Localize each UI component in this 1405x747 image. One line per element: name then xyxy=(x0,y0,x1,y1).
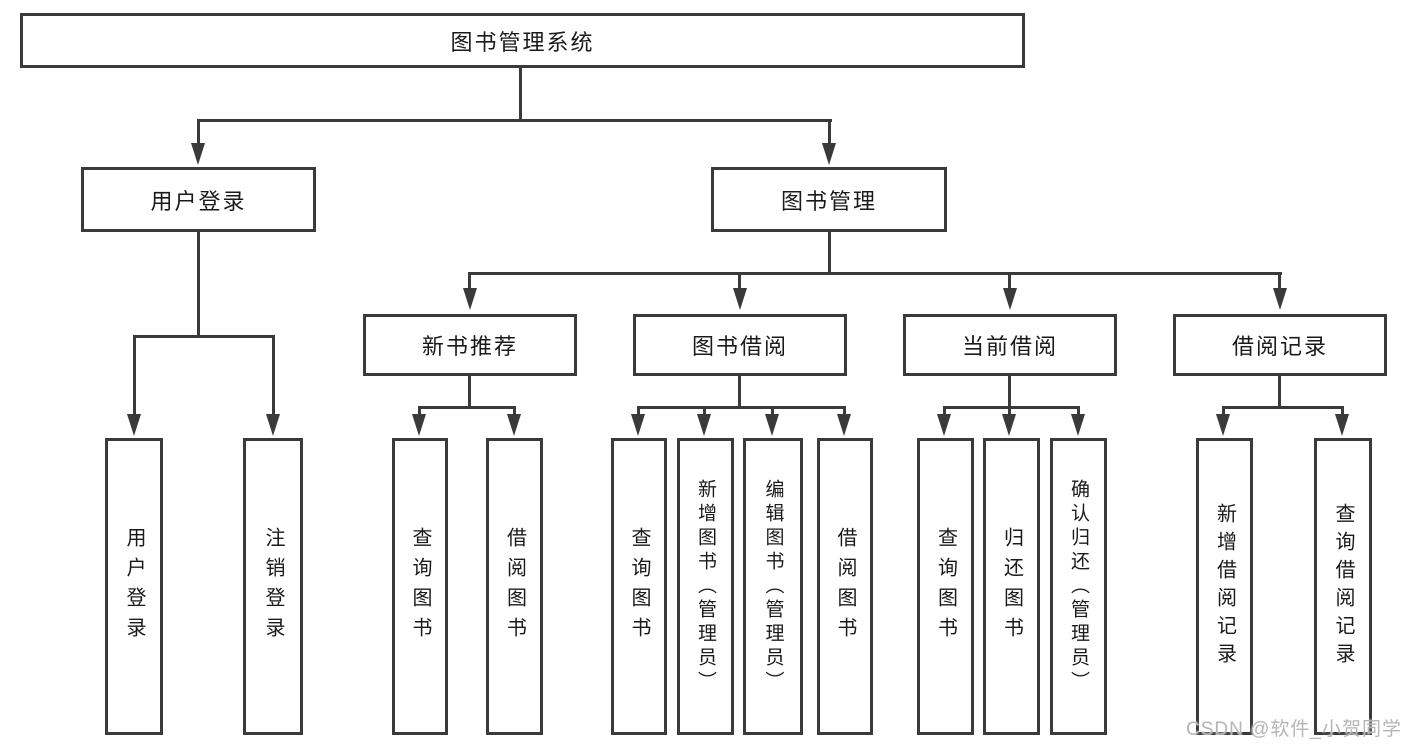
edge-to-borrow-records-stem xyxy=(1278,272,1281,292)
arrowhead-br-leaf1 xyxy=(1216,414,1230,436)
node-book-borrow: 图书借阅 xyxy=(633,314,847,376)
node-book-management-branch-label: 图书管理 xyxy=(780,188,877,214)
node-current-borrow-label: 当前借阅 xyxy=(961,334,1058,359)
leaf-user-login-label: 用户登录 xyxy=(123,526,145,647)
leaf-cb-confirm-return-admin: 确认归还（管理员） xyxy=(1050,438,1107,735)
arrowhead-bb-leaf2 xyxy=(697,414,711,436)
leaf-cb-return-books: 归还图书 xyxy=(983,438,1040,735)
leaf-cb-return-books-label: 归还图书 xyxy=(1000,526,1023,647)
edge-root-trunk xyxy=(519,66,522,121)
edge-to-current-borrow-stem xyxy=(1008,272,1011,292)
edge-cb-leaf1-stem xyxy=(943,406,946,418)
edge-br-spreader xyxy=(1222,406,1344,409)
leaf-bb-query-books-label: 查询图书 xyxy=(628,526,650,647)
edge-to-leaf-user-login-stem xyxy=(133,335,136,417)
edge-cb-leaf2-stem xyxy=(1008,406,1011,418)
leaf-bb-edit-books-admin: 编辑图书（管理员） xyxy=(743,438,803,735)
node-user-login-branch-label: 用户登录 xyxy=(150,188,247,214)
edge-nbr-spreader xyxy=(418,406,516,409)
edge-to-leaf-logout-stem xyxy=(272,335,275,417)
node-borrow-records-label: 借阅记录 xyxy=(1231,334,1328,359)
edge-cb-spreader xyxy=(943,406,1080,409)
arrowhead-to-book-borrow xyxy=(733,288,747,310)
node-new-book-recommend-label: 新书推荐 xyxy=(421,334,518,359)
arrowhead-cb-leaf3 xyxy=(1071,414,1085,436)
arrowhead-nbr-leaf1 xyxy=(412,414,426,436)
edge-bb-leaf4-stem xyxy=(843,406,846,418)
edge-br-leaf2-stem xyxy=(1341,406,1344,418)
arrowhead-bb-leaf3 xyxy=(765,414,779,436)
node-current-borrow: 当前借阅 xyxy=(903,314,1117,376)
edge-bb-trunk xyxy=(738,376,741,409)
arrowhead-to-leaf-user-login xyxy=(127,414,141,436)
edge-root-spreader xyxy=(197,119,832,122)
leaf-logout-label: 注销登录 xyxy=(262,526,284,647)
edge-user-login-spreader xyxy=(133,335,275,338)
arrowhead-to-user-login xyxy=(191,143,205,165)
edge-book-mgmt-trunk xyxy=(828,232,831,275)
leaf-logout: 注销登录 xyxy=(243,438,303,735)
edge-book-mgmt-spreader xyxy=(468,272,1282,275)
leaf-bb-query-books: 查询图书 xyxy=(611,438,667,735)
edge-bb-leaf2-stem xyxy=(703,406,706,418)
edge-root-to-user-login-stem xyxy=(197,119,200,147)
arrowhead-cb-leaf2 xyxy=(1002,414,1016,436)
leaf-user-login: 用户登录 xyxy=(105,438,163,735)
leaf-nbr-query-books-label: 查询图书 xyxy=(409,526,431,647)
arrowhead-to-new-book-recommend xyxy=(463,288,477,310)
arrowhead-to-borrow-records xyxy=(1273,288,1287,310)
arrowhead-bb-leaf1 xyxy=(631,414,645,436)
edge-root-to-book-mgmt-stem xyxy=(828,119,831,147)
leaf-nbr-borrow-books-label: 借阅图书 xyxy=(503,526,526,647)
edge-nbr-trunk xyxy=(468,376,471,409)
leaf-bb-add-books-admin-label: 新增图书（管理员） xyxy=(695,478,716,695)
leaf-cb-confirm-return-admin-label: 确认归还（管理员） xyxy=(1068,478,1089,695)
arrowhead-bb-leaf4 xyxy=(837,414,851,436)
edge-br-trunk xyxy=(1278,376,1281,409)
leaf-nbr-query-books: 查询图书 xyxy=(392,438,448,735)
edge-to-new-book-recommend-stem xyxy=(468,272,471,292)
arrowhead-br-leaf2 xyxy=(1335,414,1349,436)
edge-cb-leaf3-stem xyxy=(1077,406,1080,418)
leaf-cb-query-books: 查询图书 xyxy=(917,438,974,735)
node-user-login-branch: 用户登录 xyxy=(81,167,316,232)
csdn-watermark: CSDN @软件_小贺同学 xyxy=(1186,719,1402,740)
edge-br-leaf1-stem xyxy=(1222,406,1225,418)
edge-nbr-leaf2-stem xyxy=(513,406,516,418)
leaf-br-add-record: 新增借阅记录 xyxy=(1196,438,1253,735)
leaf-cb-query-books-label: 查询图书 xyxy=(934,526,957,647)
node-new-book-recommend: 新书推荐 xyxy=(363,314,577,376)
leaf-nbr-borrow-books: 借阅图书 xyxy=(486,438,543,735)
leaf-br-query-record-label: 查询借阅记录 xyxy=(1332,502,1354,671)
node-book-management-branch: 图书管理 xyxy=(711,167,947,232)
leaf-bb-add-books-admin: 新增图书（管理员） xyxy=(677,438,734,735)
node-root: 图书管理系统 xyxy=(20,13,1025,68)
leaf-bb-edit-books-admin-label: 编辑图书（管理员） xyxy=(762,478,784,695)
edge-nbr-leaf1-stem xyxy=(418,406,421,418)
node-borrow-records: 借阅记录 xyxy=(1173,314,1387,376)
arrowhead-to-current-borrow xyxy=(1003,288,1017,310)
arrowhead-cb-leaf1 xyxy=(937,414,951,436)
edge-bb-leaf3-stem xyxy=(771,406,774,418)
node-root-label: 图书管理系统 xyxy=(450,29,595,55)
edge-to-book-borrow-stem xyxy=(738,272,741,292)
arrowhead-to-leaf-logout xyxy=(266,414,280,436)
leaf-br-query-record: 查询借阅记录 xyxy=(1314,438,1372,735)
leaf-bb-borrow-books: 借阅图书 xyxy=(817,438,873,735)
leaf-br-add-record-label: 新增借阅记录 xyxy=(1213,502,1236,671)
edge-bb-leaf1-stem xyxy=(637,406,640,418)
node-book-borrow-label: 图书借阅 xyxy=(691,334,788,359)
arrowhead-to-book-mgmt xyxy=(822,143,836,165)
leaf-bb-borrow-books-label: 借阅图书 xyxy=(834,526,856,647)
arrowhead-nbr-leaf2 xyxy=(507,414,521,436)
edge-bb-spreader xyxy=(637,406,846,409)
edge-user-login-trunk xyxy=(197,232,200,338)
edge-cb-trunk xyxy=(1008,376,1011,409)
